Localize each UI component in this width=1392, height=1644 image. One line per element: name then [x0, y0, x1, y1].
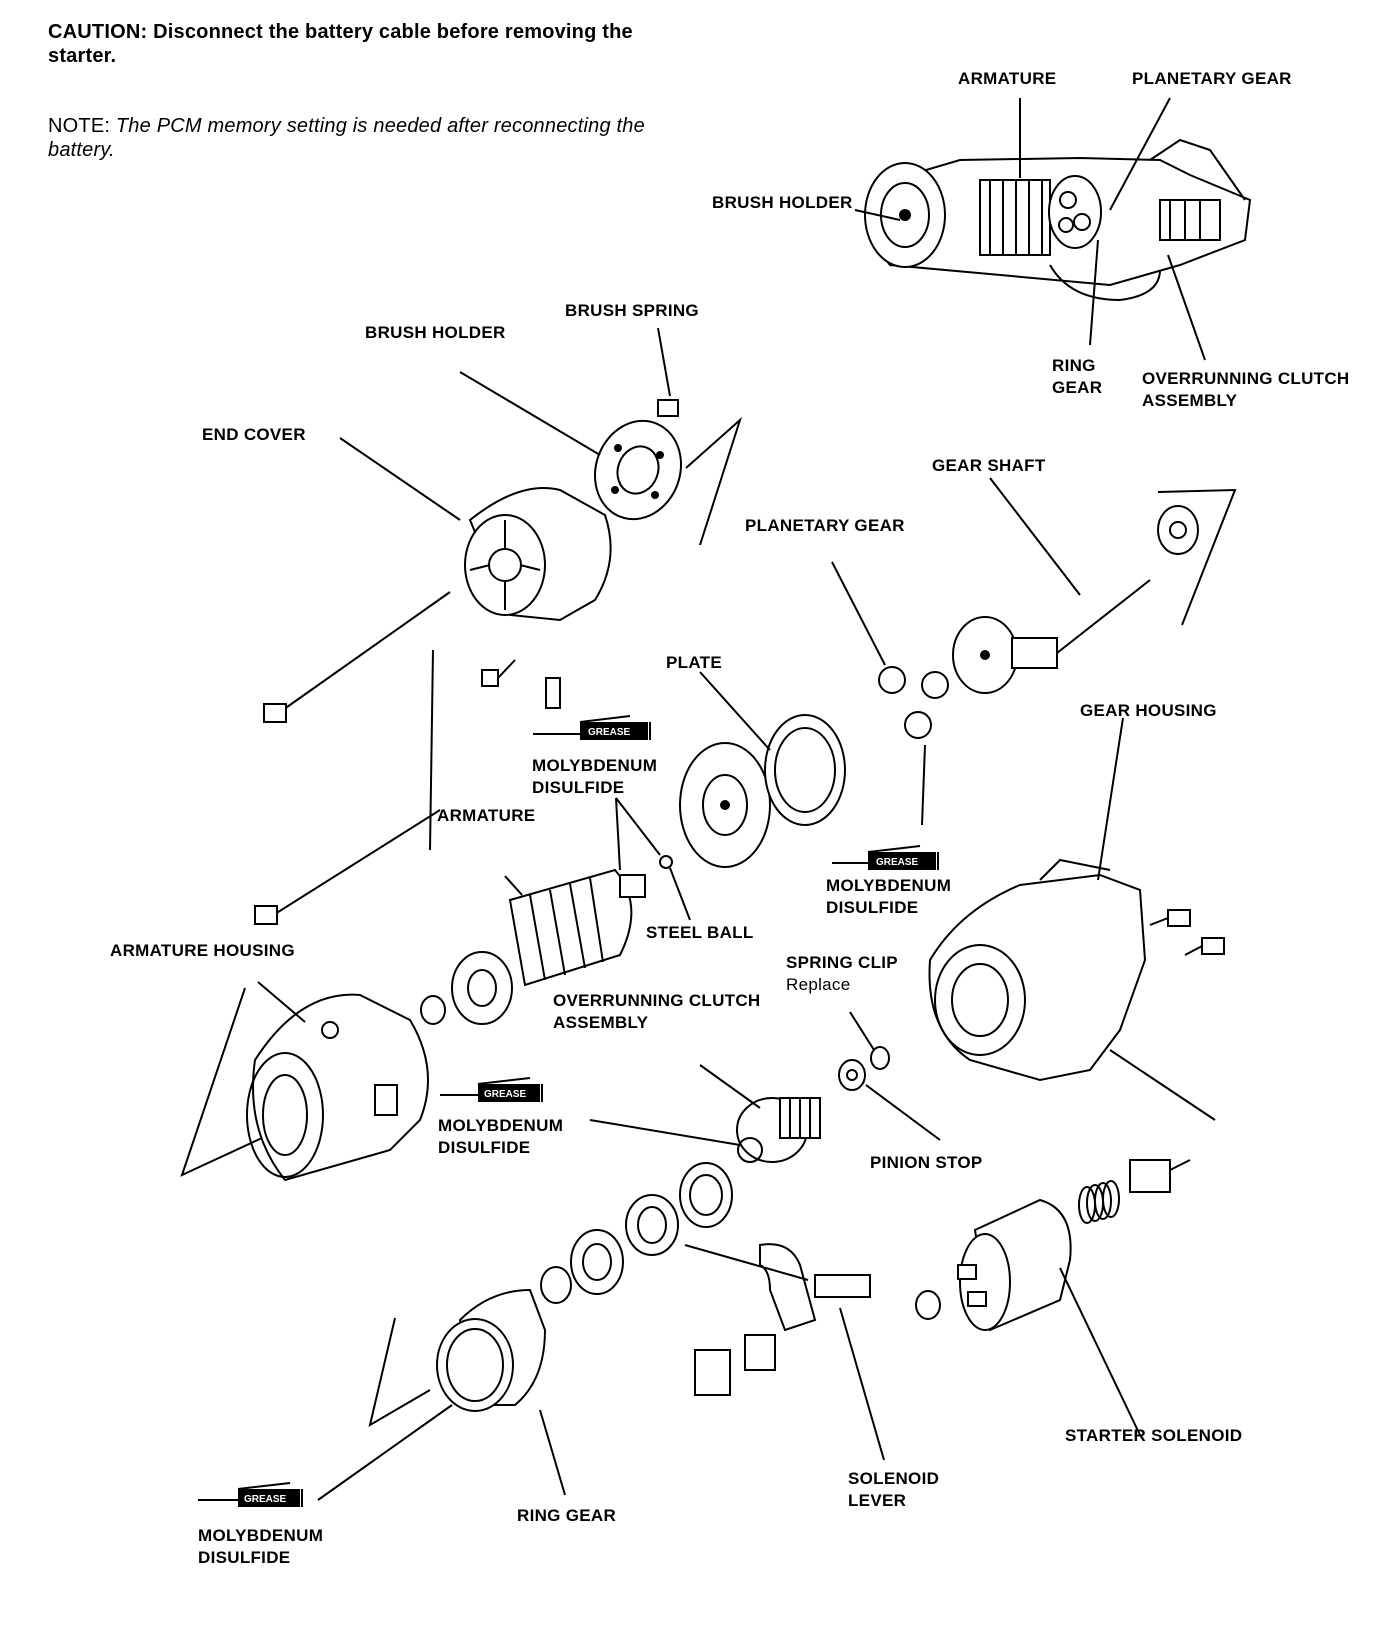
brush-holder-part — [593, 419, 683, 521]
label-plate: PLATE — [666, 653, 722, 672]
armature-housing-part — [246, 993, 429, 1182]
pinion-stop-part — [838, 1059, 866, 1091]
label-end-cover: END COVER — [202, 425, 306, 444]
lower-washer-2 — [625, 1194, 679, 1256]
inset-assembled-starter — [864, 138, 1252, 302]
grease-tube-1: GREASE — [533, 715, 651, 740]
grease-tube-1-label: GREASE — [588, 727, 631, 738]
grease-tube-4-label: GREASE — [244, 1494, 287, 1505]
through-bolt-1 — [279, 591, 451, 713]
pcm-note: NOTE: The PCM memory setting is needed a… — [48, 114, 688, 162]
gear-housing-part — [928, 858, 1147, 1082]
label-inset-brush-holder: BRUSH HOLDER — [712, 193, 853, 212]
lower-washer-3 — [570, 1229, 624, 1295]
solenoid-plunger — [1129, 1159, 1191, 1193]
housing-bolt-2 — [1201, 937, 1225, 955]
label-spring-clip: SPRING CLIP Replace — [786, 952, 898, 996]
housing-bolt-1 — [1167, 909, 1191, 927]
label-starter-solenoid: STARTER SOLENOID — [1065, 1426, 1243, 1445]
grease-tube-3: GREASE — [440, 1077, 543, 1102]
armature-washer — [420, 995, 446, 1025]
label-moly-1: MOLYBDENUM DISULFIDE — [532, 756, 658, 797]
grease-tube-2-label: GREASE — [876, 857, 919, 868]
grease-tube-3-label: GREASE — [484, 1089, 527, 1100]
caution-text: Disconnect the battery cable before remo… — [48, 21, 633, 67]
label-spring-clip-sub: Replace — [786, 975, 851, 994]
label-gear-housing: GEAR HOUSING — [1080, 701, 1217, 720]
label-moly-4: MOLYBDENUM DISULFIDE — [198, 1526, 324, 1567]
label-moly-2: MOLYBDENUM DISULFIDE — [826, 876, 952, 917]
bolt-head-2 — [254, 905, 278, 925]
label-gear-shaft: GEAR SHAFT — [932, 456, 1046, 475]
planetary-gear-1 — [878, 666, 906, 694]
plate-ring — [764, 714, 846, 826]
label-inset-armature: ARMATURE — [958, 69, 1057, 88]
grease-tube-4: GREASE — [198, 1482, 303, 1507]
label-armature: ARMATURE — [437, 806, 536, 825]
overrunning-clutch-part — [736, 1097, 821, 1163]
label-spring-clip-title: SPRING CLIP — [786, 953, 898, 972]
grease-tube-2: GREASE — [832, 845, 939, 870]
label-overrunning-clutch: OVERRUNNING CLUTCH ASSEMBLY — [553, 991, 761, 1032]
note-text: The PCM memory setting is needed after r… — [48, 115, 645, 161]
label-moly-3: MOLYBDENUM DISULFIDE — [438, 1116, 564, 1157]
starter-solenoid-part — [915, 1198, 1072, 1332]
label-pinion-stop: PINION STOP — [870, 1153, 983, 1172]
gear-shaft-washer — [1157, 505, 1199, 555]
steel-ball-part — [659, 855, 673, 869]
caution-prefix: CAUTION: — [48, 21, 148, 43]
label-planetary-gear: PLANETARY GEAR — [745, 516, 905, 535]
spring-clip-part — [870, 1046, 890, 1070]
planetary-gear-3 — [904, 711, 932, 739]
bolt-head-1 — [263, 703, 287, 723]
planetary-gear-2 — [921, 671, 949, 699]
label-ring-gear: RING GEAR — [517, 1506, 617, 1525]
ring-gear-part — [436, 1288, 547, 1412]
snap-ring — [540, 1266, 572, 1304]
solenoid-spring — [1078, 1180, 1120, 1224]
lower-washer-1 — [679, 1162, 733, 1228]
label-inset-planetary-gear: PLANETARY GEAR — [1132, 69, 1292, 88]
label-armature-housing: ARMATURE HOUSING — [110, 941, 295, 960]
note-prefix: NOTE: — [48, 115, 111, 137]
label-brush-spring: BRUSH SPRING — [565, 301, 699, 320]
label-brush-holder: BRUSH HOLDER — [365, 323, 506, 342]
through-bolt-2 — [274, 809, 441, 915]
gear-shaft-part — [952, 579, 1151, 694]
caution-note: CAUTION: Disconnect the battery cable be… — [48, 20, 688, 68]
brush-spring-part — [657, 399, 679, 417]
armature-part — [451, 868, 646, 1025]
solenoid-lever-part — [694, 1243, 871, 1396]
label-steel-ball: STEEL BALL — [646, 923, 754, 942]
label-inset-overrunning-clutch: OVERRUNNING CLUTCH ASSEMBLY — [1142, 369, 1350, 410]
label-solenoid-lever: SOLENOID LEVER — [848, 1469, 940, 1510]
label-inset-ring-gear: RING GEAR — [1052, 356, 1103, 397]
end-cover-part — [464, 487, 612, 622]
